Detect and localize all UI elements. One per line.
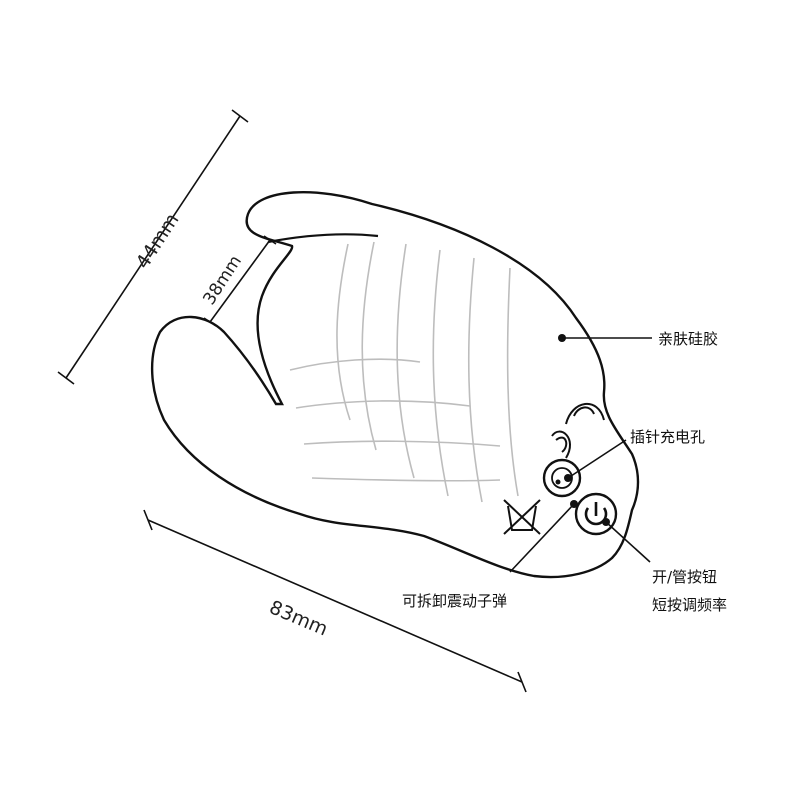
bullet-label: 可拆卸震动子弹 bbox=[402, 592, 507, 610]
rib bbox=[311, 477, 501, 482]
device-body bbox=[150, 191, 640, 579]
texture-ribs bbox=[289, 241, 519, 503]
power-icon[interactable] bbox=[574, 492, 618, 536]
callout-power bbox=[602, 518, 651, 563]
rib bbox=[467, 257, 483, 503]
callout-material bbox=[558, 334, 652, 342]
callout-bullet bbox=[509, 500, 578, 573]
rib bbox=[506, 267, 519, 497]
no-washing-icon bbox=[503, 499, 541, 535]
callout-charging bbox=[564, 439, 627, 482]
rib bbox=[289, 358, 421, 371]
rib bbox=[361, 241, 377, 451]
vibration-icon bbox=[551, 402, 605, 459]
rib bbox=[303, 440, 501, 447]
dimension-38mm-label: 38mm bbox=[199, 252, 246, 309]
dimension-83mm-label: 83mm bbox=[266, 596, 331, 640]
power-button-label-line1: 开/管按钮 bbox=[652, 568, 717, 586]
power-button-label-line2: 短按调频率 bbox=[652, 596, 727, 614]
rib bbox=[336, 243, 351, 421]
charging-port-label: 插针充电孔 bbox=[630, 428, 705, 446]
material-label: 亲肤硅胶 bbox=[658, 330, 718, 348]
dimension-44mm-label: 44mm bbox=[132, 209, 184, 272]
rib bbox=[432, 249, 449, 497]
rib bbox=[295, 400, 471, 409]
upper-finger bbox=[267, 233, 379, 244]
